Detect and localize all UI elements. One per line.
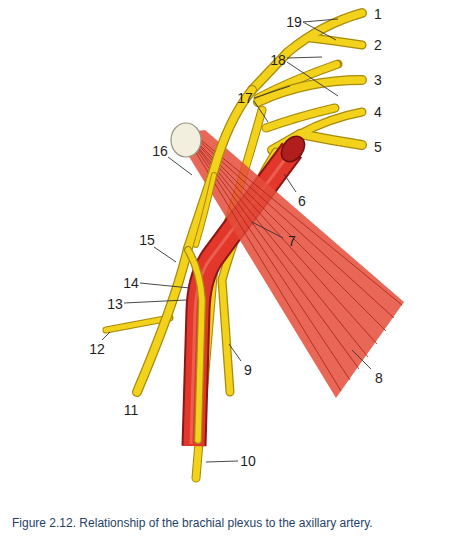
callout-number: 16 [152, 144, 168, 158]
callout-number: 4 [374, 105, 382, 119]
callout-number: 13 [107, 297, 123, 311]
callout-number: 6 [298, 194, 306, 208]
callout-number: 18 [270, 53, 286, 67]
callout-number: 1 [374, 7, 382, 21]
callout-number: 17 [237, 91, 253, 105]
callout-number: 11 [124, 403, 139, 417]
callout-number: 15 [139, 233, 155, 247]
callout-number: 19 [286, 15, 302, 29]
callout-number: 7 [288, 234, 296, 248]
callout-number: 3 [374, 73, 382, 87]
callout-number: 14 [123, 276, 139, 290]
callout-number: 2 [374, 38, 382, 52]
callout-number: 8 [375, 371, 383, 385]
callout-number: 10 [240, 454, 256, 468]
callout-number: 5 [374, 140, 382, 154]
callout-number: 9 [244, 363, 252, 377]
callout-number: 12 [89, 342, 105, 356]
figure-caption: Figure 2.12. Relationship of the brachia… [12, 516, 468, 530]
